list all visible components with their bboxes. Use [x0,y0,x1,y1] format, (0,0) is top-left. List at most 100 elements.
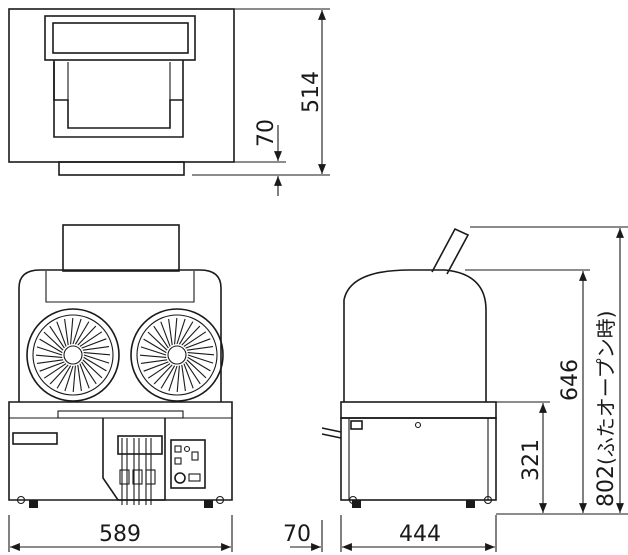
side-view-dimensions: 444 70 321 646 802(ふたオープン時) [283,226,628,552]
fan-spoke [49,364,69,385]
panel-indicator-1 [174,445,182,453]
fan-spoke [77,325,97,346]
fan-spoke [153,325,169,349]
control-panel [170,439,206,489]
fan-spoke [176,318,186,345]
side-view-hose [321,427,342,439]
fan-spoke [56,321,67,347]
fan-spoke [36,346,63,356]
dim-label-646: 646 [558,359,583,401]
fan-spoke [39,361,65,372]
fan-spoke [56,365,72,389]
top-view-handle [53,60,184,138]
fan-spoke [39,338,63,354]
top-view-lid-frame [44,15,196,61]
fan-spoke [139,354,167,358]
side-left-foot [352,500,361,508]
fan-spoke [178,321,194,345]
front-right-caster [215,495,225,505]
side-view-base-top [340,401,497,419]
fan-spoke [185,338,211,349]
fan-spoke [176,365,180,393]
fan-spoke [181,364,186,392]
fan-spoke [183,363,194,389]
front-left-caster [16,495,26,505]
fan-spoke [74,321,90,345]
front-right-foot [204,500,213,508]
top-view-lid-window [52,22,189,54]
fan-spoke [81,361,97,385]
panel-indicator-3 [174,457,182,465]
front-left-foot [29,500,38,508]
fan-spoke [153,364,173,385]
top-view-body [8,8,235,163]
fan-spoke [43,363,67,379]
dim-label-514: 514 [299,71,324,113]
fan-spoke [183,331,207,347]
fan-spoke [35,354,63,358]
panel-knob [174,472,186,484]
front-view-housing-panel [45,271,195,303]
front-view-lid [62,224,180,272]
top-view [8,8,235,176]
tube-holder [117,435,163,455]
fan-spoke [83,352,111,356]
fan-spoke [147,363,171,379]
fan-spoke [160,365,176,389]
fan-spoke [147,331,168,351]
fan-spoke [77,364,82,392]
dim-label-589: 589 [99,522,141,547]
side-view-dome [343,269,487,402]
fan-spoke [168,365,178,392]
side-view-base [340,417,497,501]
panel-switch [188,473,201,482]
side-view-plate [350,420,363,430]
fan-spoke [186,359,207,379]
dim-label-802: 802(ふたオープン時) [594,311,619,507]
side-right-caster [483,495,493,505]
base-slot [57,410,184,419]
dim-label-321: 321 [519,439,544,481]
fan-spoke [64,318,69,346]
front-view-upper-housing [18,269,222,402]
fan-spoke [82,346,110,351]
fan-spoke [168,318,173,346]
fan-spoke [187,356,211,372]
tube-lines [119,438,156,505]
side-view-screw [414,421,422,429]
fan-spoke [160,321,171,347]
side-view [321,227,497,508]
fan-spoke [79,363,90,389]
fan-spoke [82,359,103,379]
top-view-base [58,161,185,176]
dim-label-side-70: 70 [283,522,311,547]
front-view-base [8,401,233,501]
dim-label-802-note: (ふたオープン時) [594,311,618,465]
side-view-lid-handle [431,227,470,275]
fan-spoke [143,361,169,372]
fan-spoke [83,354,110,364]
fan-spoke [83,356,107,372]
dim-label-top-base-70: 70 [254,119,279,147]
fan-spoke [79,331,103,347]
front-view [8,224,233,508]
fan-spoke [181,325,201,346]
front-view-dimensions: 589 [8,515,233,552]
fan-spoke [72,318,82,345]
fan-spoke [36,359,64,364]
control-tubes [102,418,166,501]
left-fan [26,308,120,402]
fan-spoke [186,346,214,351]
fan-spoke [187,354,214,364]
fan-spoke [64,365,74,392]
fan-spoke [81,338,107,349]
fan-spoke [185,361,201,385]
fan-spoke [143,338,167,354]
panel-led [183,445,191,453]
side-right-foot [466,500,475,508]
fan-spoke [140,359,168,364]
fan-spoke [72,365,76,393]
top-view-dimensions: 514 70 [192,8,330,196]
dim-label-802-value: 802 [594,465,619,507]
fan-spoke [43,331,64,351]
